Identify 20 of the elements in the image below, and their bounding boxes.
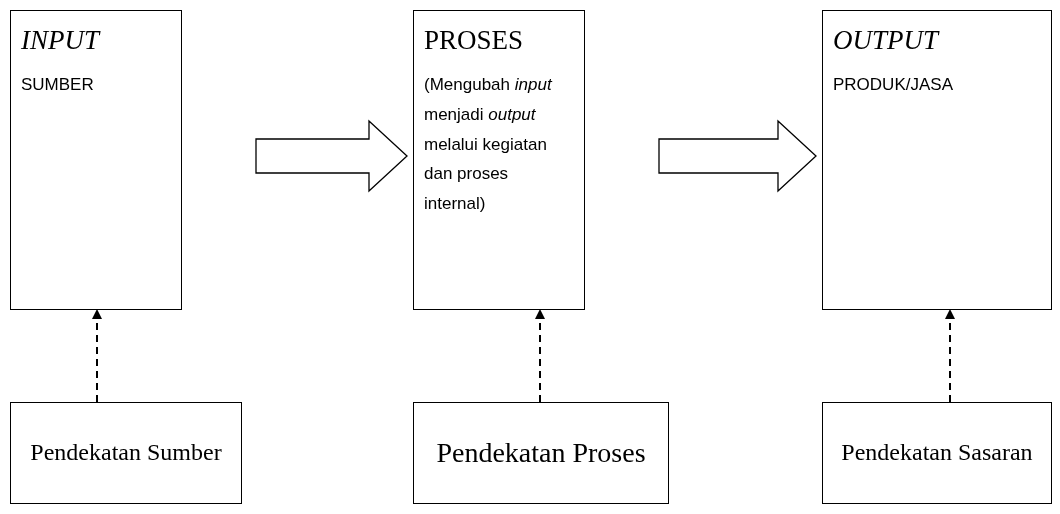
- box-text: PRODUK/JASA: [833, 74, 954, 96]
- approach-box: [822, 402, 1052, 504]
- box-text: (Mengubah input menjadi output melalui kegiatan dan proses internal): [424, 74, 554, 215]
- approach-label: Pendekatan Sasaran: [841, 438, 1033, 468]
- dashed-arrow: [92, 309, 102, 403]
- box-heading: PROSES: [424, 25, 525, 56]
- process-box: [822, 10, 1052, 310]
- approach-box: [10, 402, 242, 504]
- approach-box: [413, 402, 669, 504]
- process-box: [413, 10, 585, 310]
- dashed-arrow: [535, 309, 545, 403]
- box-heading: OUTPUT: [833, 25, 941, 56]
- box-heading: INPUT: [21, 25, 102, 56]
- approach-label: Pendekatan Proses: [436, 436, 646, 471]
- block-arrow: [658, 119, 817, 193]
- approach-label: Pendekatan Sumber: [30, 438, 222, 468]
- block-arrow: [255, 119, 408, 193]
- dashed-arrow: [945, 309, 955, 403]
- box-text: SUMBER: [21, 74, 95, 96]
- process-box: [10, 10, 182, 310]
